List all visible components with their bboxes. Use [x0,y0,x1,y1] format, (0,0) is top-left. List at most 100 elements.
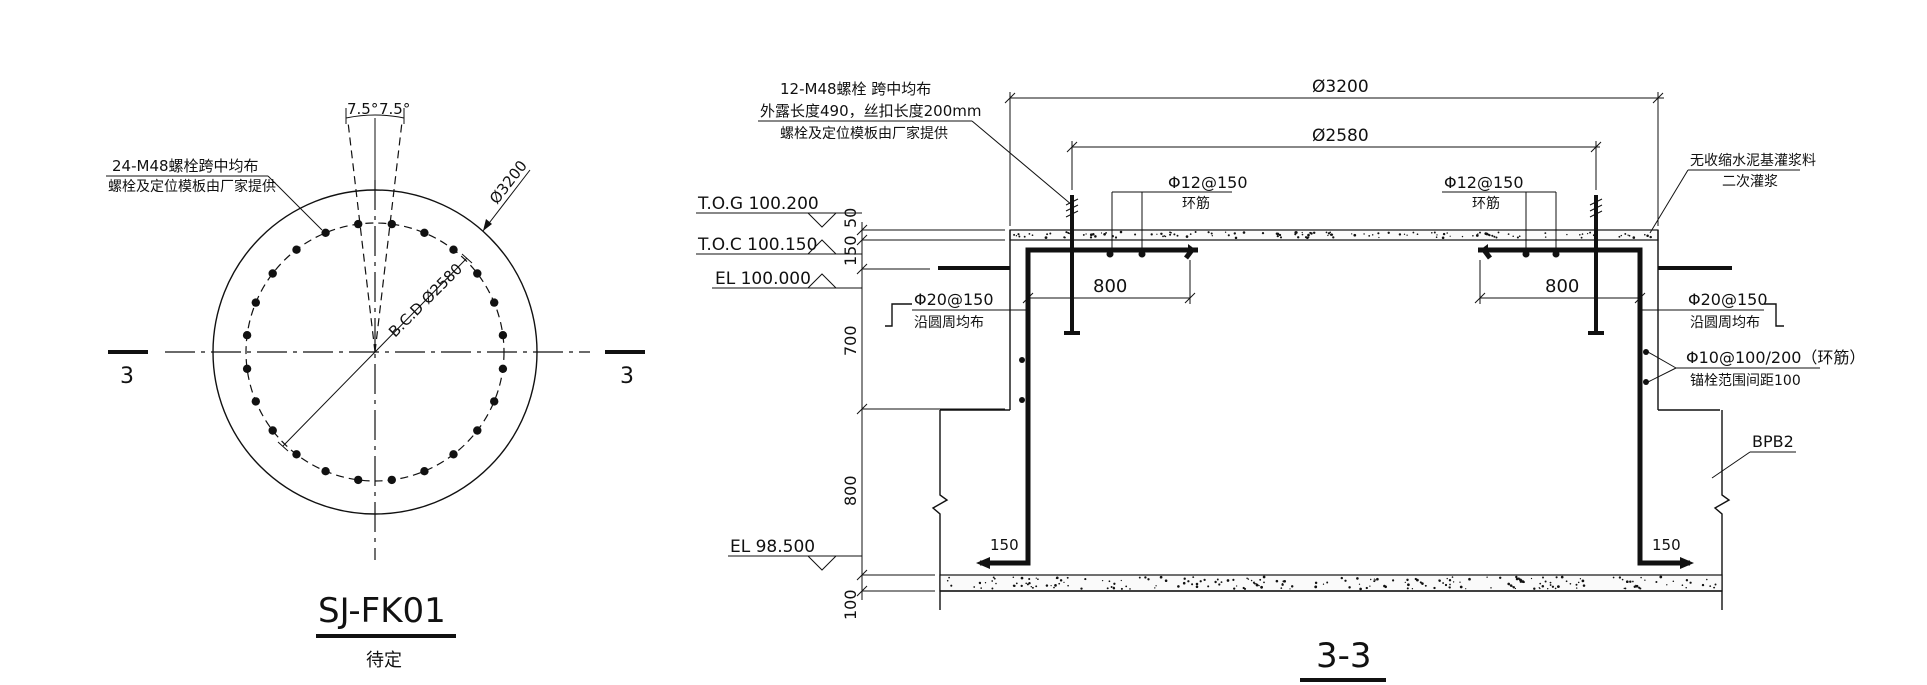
hatch-speck [1327,234,1329,237]
outer-diameter-arrow [483,219,492,231]
stirrup-leader-a [1647,351,1677,369]
hatch-speck [992,576,995,579]
hatch-speck [1624,232,1627,235]
bolt-dot [321,228,330,237]
hatch-speck [1281,583,1284,586]
hatch-speck [1635,584,1639,588]
rebar-vert-left-symbol [885,303,912,327]
hatch-speck [1706,578,1708,581]
hatch-speck [1448,579,1452,582]
hatch-speck [1170,231,1172,234]
hatch-speck [1258,584,1260,587]
hatch-speck [1644,579,1646,581]
hatch-speck [1332,236,1335,239]
hatch-speck [1625,580,1629,584]
hatch-speck [1344,579,1347,582]
hatch-speck [1031,586,1034,589]
hatch-speck [1551,585,1555,588]
hatch-speck [1312,231,1316,235]
hatch-speck [1210,232,1213,235]
hatch-speck [1280,587,1283,589]
hatch-speck [1234,236,1238,240]
hatch-speck [1452,581,1455,583]
hatch-speck [1089,233,1093,237]
bcd-tick-upper [461,253,473,264]
hatch-speck [1356,577,1359,580]
hatch-speck [1542,576,1544,579]
hatch-speck [1310,232,1313,235]
hatch-speck [1392,579,1395,582]
hatch-speck [1214,580,1217,584]
hatch-speck [1404,581,1406,584]
dim-800-left-label: 800 [1093,276,1127,297]
hatch-speck [1618,235,1621,238]
hatch-speck [1436,234,1438,236]
dim-800-left-tick-b [1184,292,1196,304]
hatch-speck [1580,236,1583,239]
ring-bar-dot [1019,397,1025,403]
hatch-speck [1187,580,1190,583]
hatch-speck [1368,234,1371,237]
hatch-speck [1207,585,1210,588]
hatch-speck [1177,585,1180,588]
bolt-dot [473,426,482,435]
hatch-speck [1533,587,1536,590]
hatch-speck [1327,232,1330,235]
hatch-speck [1424,584,1427,587]
outer-diameter-leader [482,169,531,232]
hatch-speck [1232,578,1235,581]
hatch-speck [1412,231,1415,234]
hatch-speck [1094,235,1097,238]
dim-800-right-tick-b [1634,292,1646,304]
hatch-speck [1549,581,1552,584]
hatch-speck [1211,235,1213,237]
hatch-speck [1163,235,1166,237]
hatch-speck [1247,578,1250,580]
hatch-speck [1322,583,1325,585]
hatch-speck [1183,577,1186,580]
hatch-speck [1276,232,1280,236]
hatch-speck [1586,232,1589,235]
hatch-speck [1493,235,1496,238]
hatch-speck [1348,586,1351,589]
hatch-speck [1035,577,1037,579]
hatch-speck [1575,583,1578,586]
hatch-speck [1459,581,1461,583]
hatch-speck [1340,576,1343,580]
hatch-speck [1067,584,1069,587]
hatch-speck [1498,576,1502,580]
hatch-speck [1260,585,1263,589]
hatch-speck [1713,586,1716,589]
grout-note-leader [1649,169,1689,234]
hatch-speck [1279,236,1283,239]
hatch-speck [979,582,981,585]
bolt-dot [354,475,363,485]
bolt-dot [268,426,277,435]
hatch-speck [1080,587,1083,590]
hatch-speck [1546,587,1549,590]
hatch-speck [1233,587,1236,590]
bolt-dot [387,219,396,229]
hatch-speck [1308,236,1310,238]
hatch-speck [1250,579,1253,582]
hatch-speck [1544,236,1547,238]
anchor-bolt-right-threads [1589,198,1603,218]
hatch-speck [1632,580,1634,583]
hatch-speck [1020,576,1024,580]
hatch-speck [1581,579,1585,583]
rebar-right-cage [1478,247,1690,566]
hatch-speck [1092,233,1095,236]
rebar-top-left-sub: 环筋 [1182,195,1210,212]
hatch-speck [1325,231,1328,234]
hatch-speck [1105,232,1107,234]
hatch-speck [1488,234,1491,237]
dim-inner-tick-right [1590,141,1602,153]
hatch-speck [1018,235,1021,238]
hatch-speck [1195,585,1199,589]
hatch-speck [1112,587,1116,590]
hatch-speck [1085,233,1087,235]
plan-bolt-note-line1: 24-M48螺栓跨中均布 [112,157,259,175]
bpb-leader [1711,451,1751,479]
hatch-speck [1497,231,1500,234]
hatch-speck [1446,232,1448,234]
